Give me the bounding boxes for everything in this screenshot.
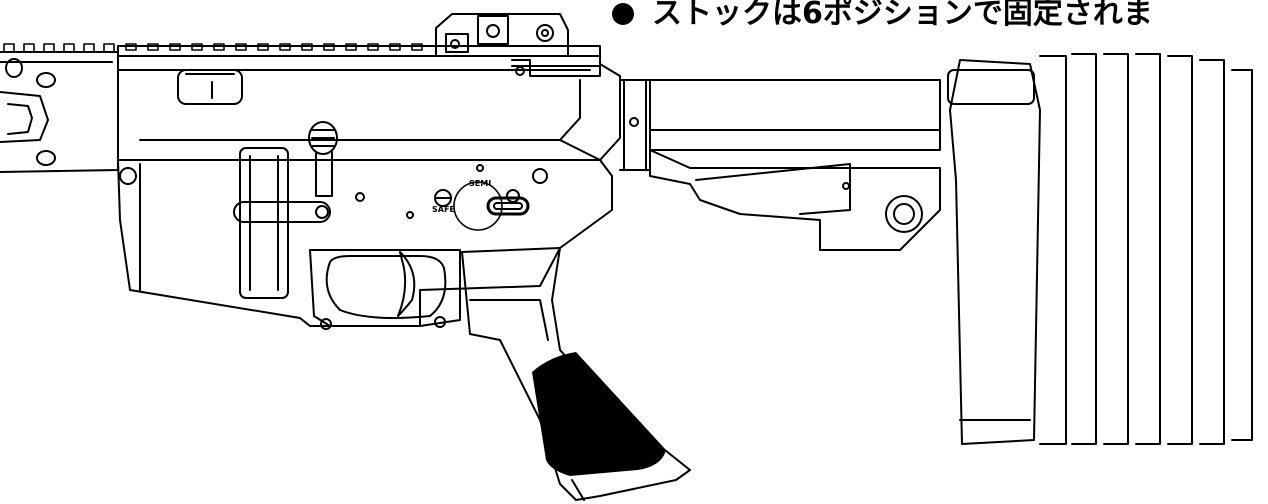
arm-brace: [947, 59, 1041, 445]
buffer-tube: [619, 79, 941, 171]
handguard: [0, 43, 119, 173]
stock-body: [649, 149, 941, 251]
stock-position-6: [1231, 69, 1253, 441]
caption: ストックは6ポジションで固定されま: [612, 0, 1153, 34]
stock-position-2: [1103, 53, 1129, 445]
rail-slots: [3, 43, 115, 53]
bolt-catch: [233, 201, 331, 223]
trigger-guard: [309, 249, 461, 330]
upper-receiver: [117, 55, 621, 161]
stock-positions: [1039, 53, 1253, 445]
safety-selector: [434, 181, 530, 231]
pistol-grip: [461, 247, 691, 501]
stock-position-5: [1199, 59, 1225, 445]
sling-loop: [885, 195, 923, 233]
takedown-pin: [532, 168, 548, 184]
pivot-pin: [119, 167, 137, 185]
bullet-icon: [612, 3, 634, 25]
top-rail: [117, 43, 601, 57]
ejection-port: [177, 69, 243, 105]
stock-position-3: [1135, 53, 1161, 445]
receiver-markings: SEMI SAFE: [432, 179, 491, 214]
handguard-screw-bottom: [36, 150, 56, 166]
caption-text: ストックは6ポジションで固定されま: [652, 0, 1153, 31]
forward-assist: [308, 121, 338, 197]
grip-texture: [532, 352, 666, 476]
lower-receiver: [117, 147, 613, 327]
handguard-screw-top: [36, 72, 56, 88]
stock-position-1: [1071, 53, 1097, 445]
semi-label: SEMI: [469, 179, 491, 188]
safe-label: SAFE: [432, 205, 455, 214]
stock-position-4: [1167, 55, 1193, 445]
trigger: [397, 251, 416, 317]
